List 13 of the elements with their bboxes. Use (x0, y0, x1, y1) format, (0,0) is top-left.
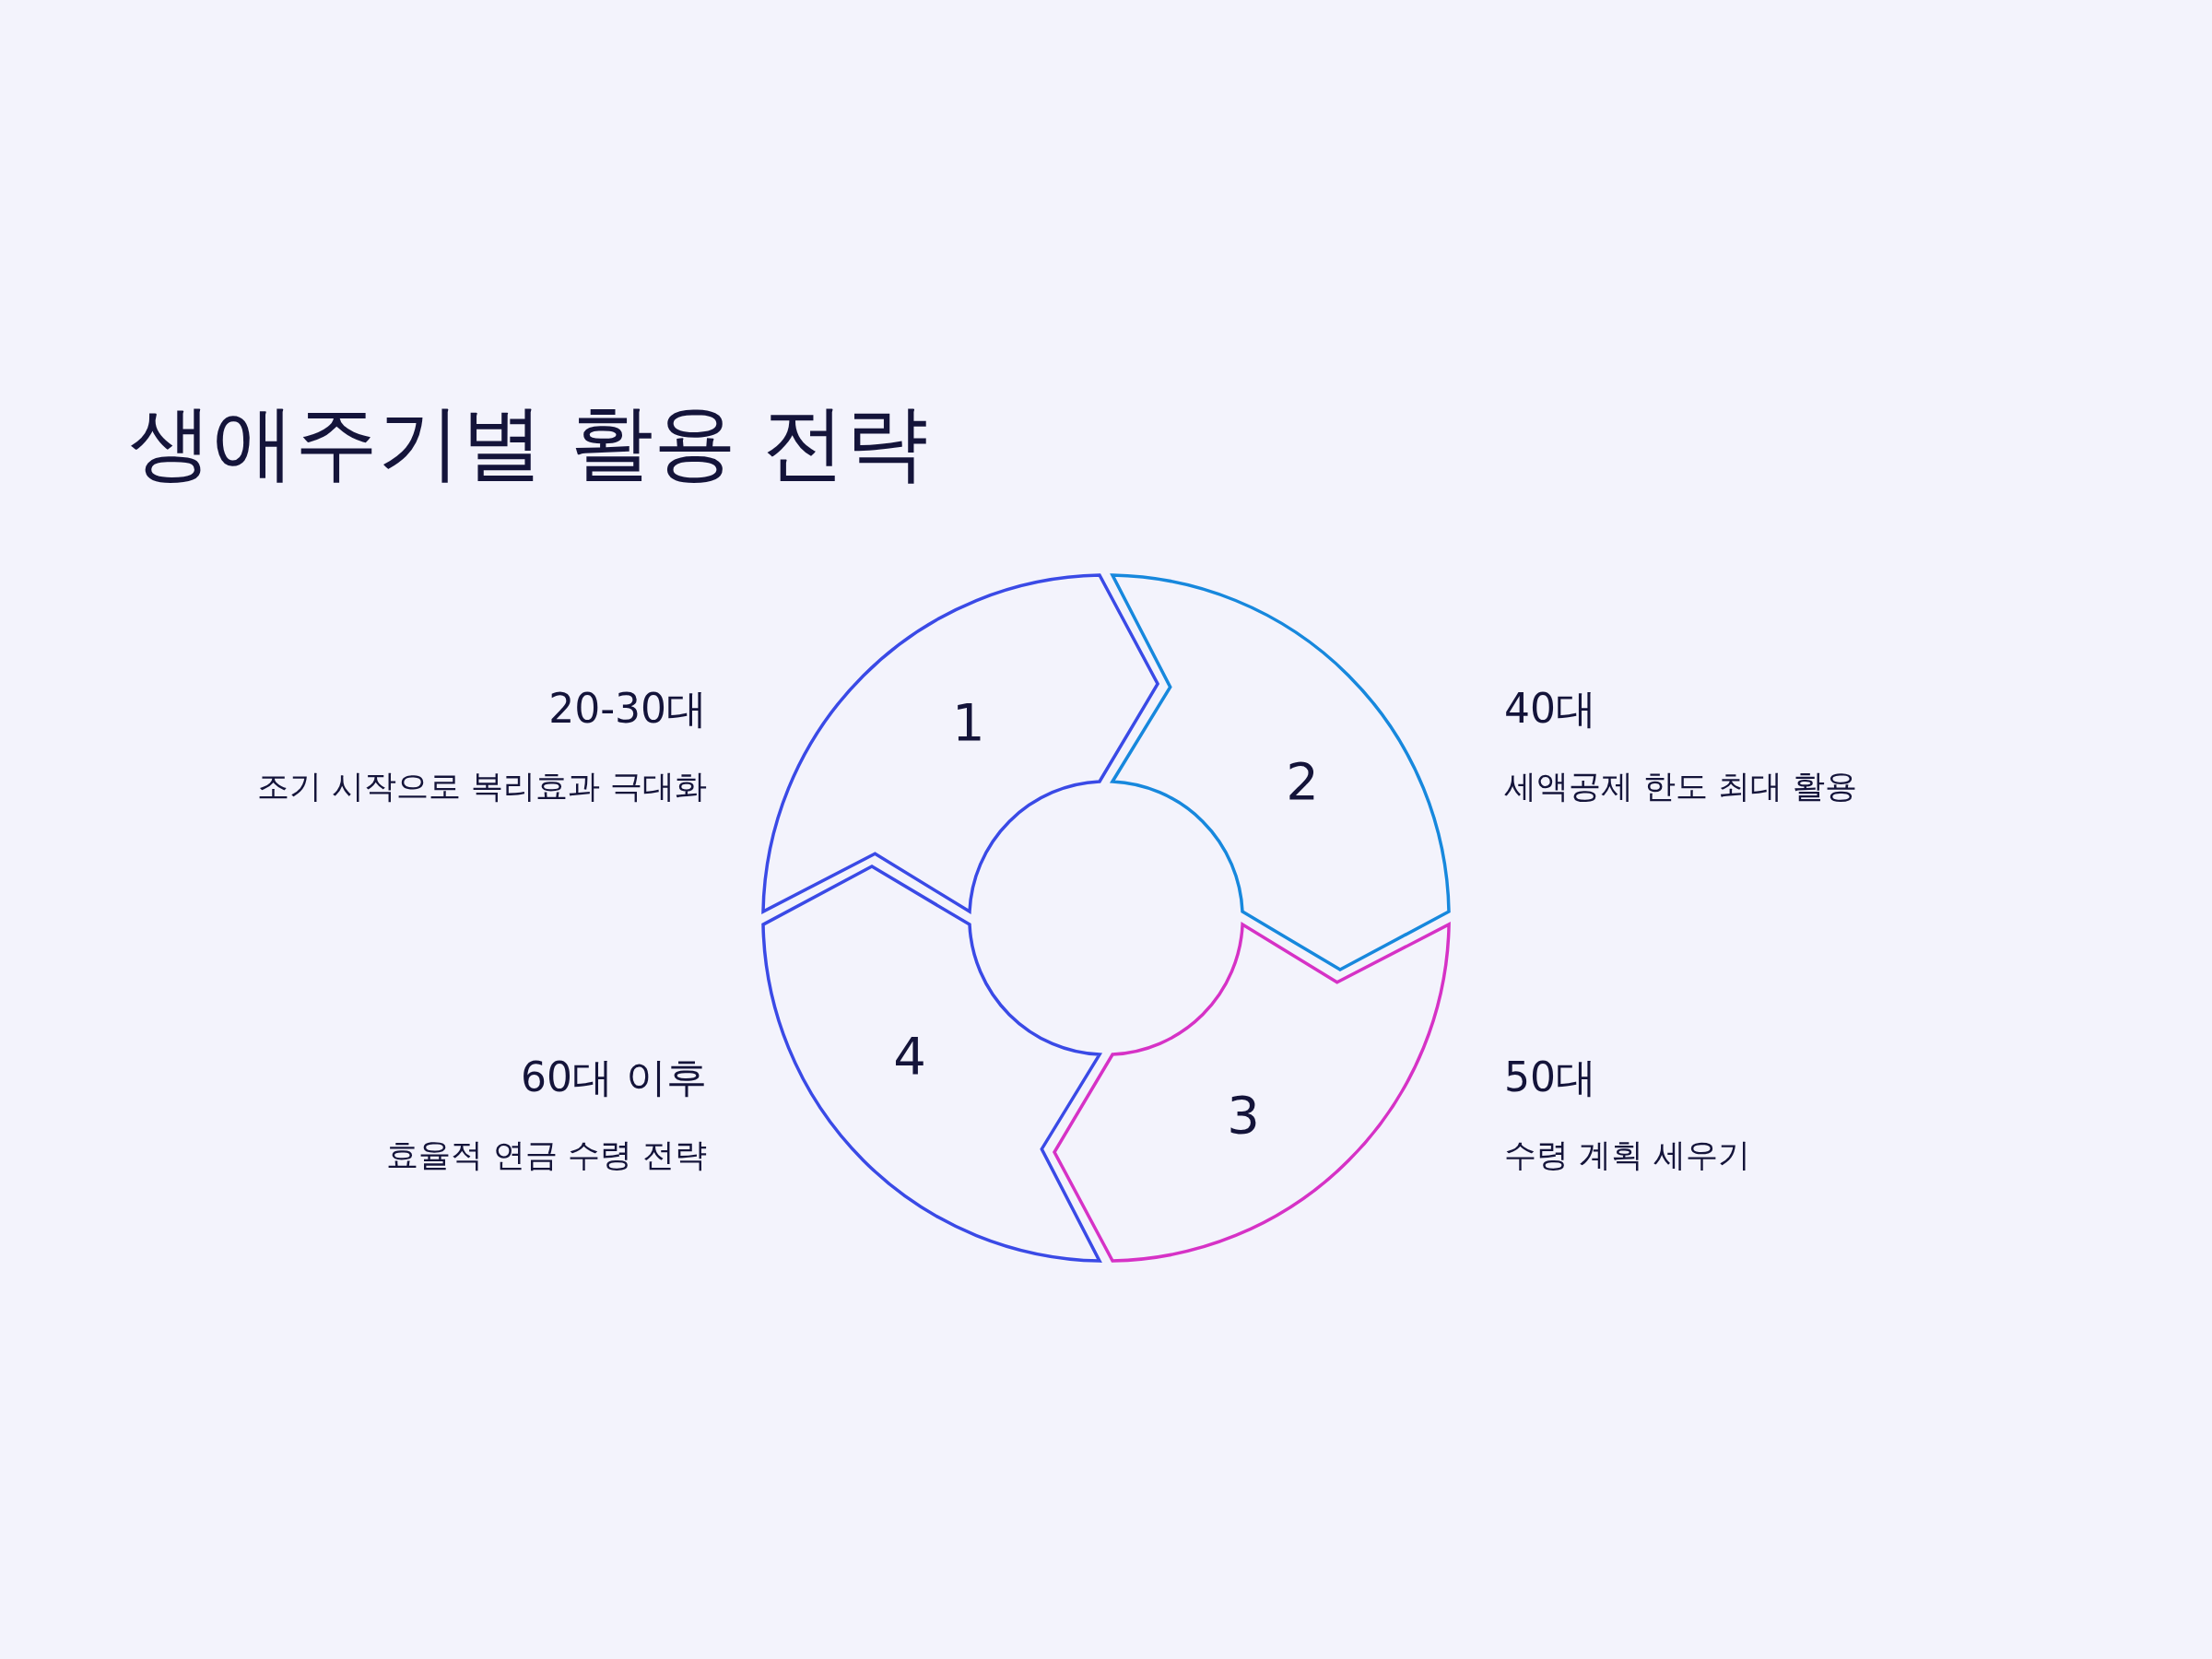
stage-heading: 60대 이후 (521, 1053, 707, 1102)
stage-heading: 50대 (1504, 1053, 1596, 1102)
stage-description: 조기 시작으로 복리효과 극대화 (256, 767, 707, 806)
stage-description: 세액공제 한도 최대 활용 (1504, 767, 1858, 806)
step-number: 1 (952, 691, 985, 752)
stage-description: 효율적 연금 수령 전략 (385, 1135, 707, 1175)
stage-heading: 40대 (1504, 684, 1596, 734)
stage-description: 수령 계획 세우기 (1504, 1135, 1751, 1175)
step-number: 2 (1286, 750, 1319, 811)
step-number: 3 (1227, 1084, 1260, 1145)
stage-heading: 20-30대 (548, 684, 707, 734)
title: 생애주기별 활용 전략 (129, 393, 929, 492)
step-number: 4 (893, 1025, 926, 1086)
